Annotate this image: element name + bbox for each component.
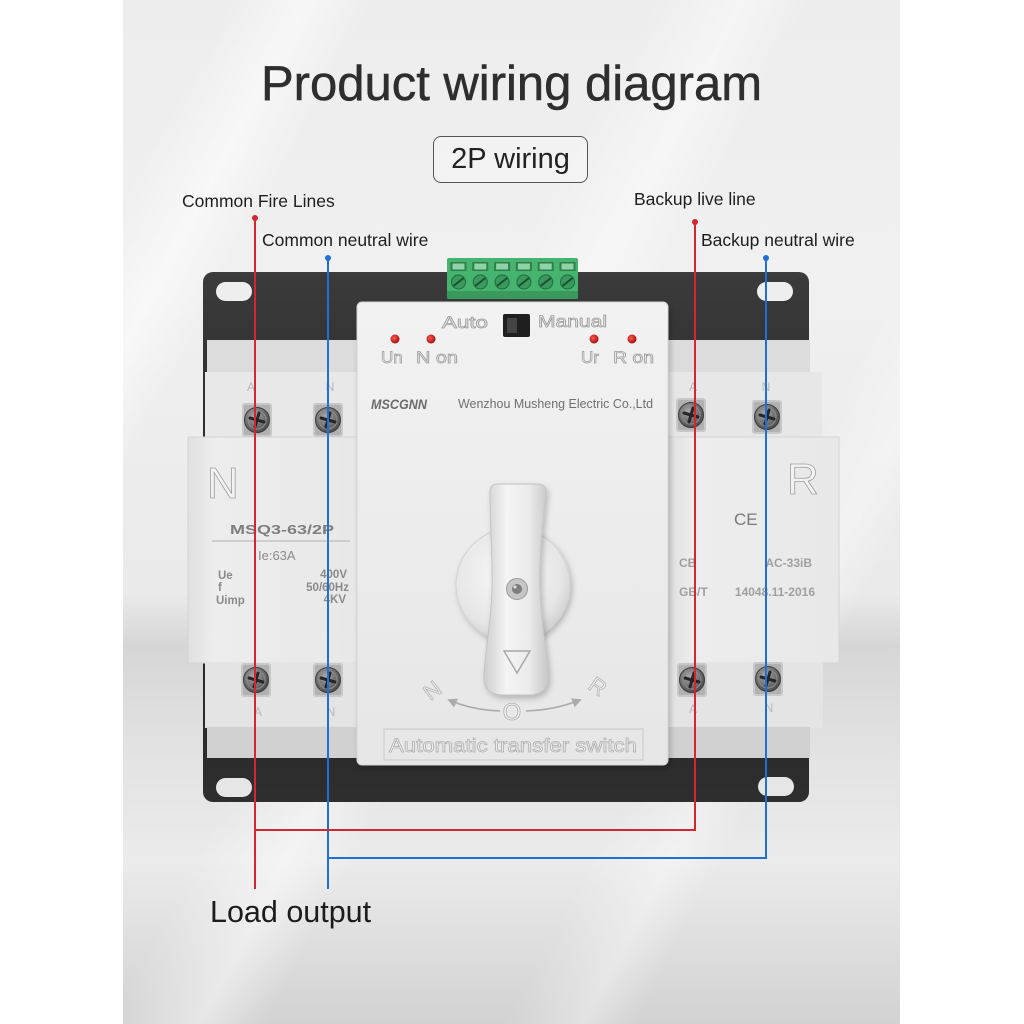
ce-mark: CE xyxy=(734,510,758,529)
screw-top-right-a xyxy=(674,396,708,434)
mounting-slot-top-left xyxy=(216,282,252,301)
backup-live-wire-dot xyxy=(692,219,698,225)
indicator-led-r-on xyxy=(627,334,637,344)
spec-key-uimp: Uimp xyxy=(216,595,245,607)
terminal-block-shade xyxy=(447,291,578,299)
indicator-label-un: Un xyxy=(381,348,403,367)
terminal-label-top-right-a: A xyxy=(689,380,697,394)
indicator-label-r-on: R on xyxy=(613,348,654,367)
control-terminal-block xyxy=(447,258,578,299)
screw-top-left-a xyxy=(240,401,274,439)
terminal-label-bottom-left-a: A xyxy=(254,705,262,719)
spec-key-gbt: GB/T xyxy=(679,585,708,599)
indicator-led-n-on xyxy=(426,334,436,344)
spec-key-f: f xyxy=(218,582,222,594)
handle-screw-icon xyxy=(506,578,528,600)
manufacturer-name: Wenzhou Musheng Electric Co.,Ltd xyxy=(458,396,653,411)
indicator-led-ur xyxy=(589,334,599,344)
common-live-wire-dot xyxy=(252,215,258,221)
spec-key-cb: CB xyxy=(679,556,697,570)
indicator-label-n-on: N on xyxy=(416,348,458,367)
subtitle-badge: 2P wiring xyxy=(433,136,588,183)
right-module-side-letter: R xyxy=(787,455,819,504)
label-backup-live-line: Backup live line xyxy=(634,189,756,209)
spec-key-ue: Ue xyxy=(218,570,233,582)
label-common-fire-lines: Common Fire Lines xyxy=(182,191,335,211)
selector-position-o: O xyxy=(503,699,522,726)
mode-label-auto: Auto xyxy=(442,313,488,332)
terminal-label-top-left-a: A xyxy=(247,380,255,394)
left-module-rated-current: Ie:63A xyxy=(258,548,296,563)
dial-arrow-right-icon xyxy=(525,698,582,712)
upper-flange-left xyxy=(207,340,358,373)
terminal-label-bottom-left-n: N xyxy=(327,705,336,719)
subtitle-text: 2P wiring xyxy=(451,143,570,175)
label-backup-neutral-wire: Backup neutral wire xyxy=(701,230,855,250)
upper-flange-right xyxy=(668,340,810,373)
indicator-led-un xyxy=(390,334,400,344)
nameplate-frame xyxy=(383,728,644,761)
right-module-face xyxy=(667,436,840,664)
backup-live-wire xyxy=(255,222,696,831)
dial-arrow-left-icon xyxy=(447,698,501,712)
label-load-output: Load output xyxy=(210,895,372,929)
spec-value-cb: AC-33iB xyxy=(765,556,812,570)
left-module-model: MSQ3-63/2P xyxy=(230,522,334,537)
brand-logo: MSCGNN xyxy=(371,396,428,412)
mode-label-manual: Manual xyxy=(538,312,607,331)
wiring-lines xyxy=(252,215,769,889)
mounting-slot-bottom-left xyxy=(216,778,252,797)
pointer-triangle-icon xyxy=(502,650,532,675)
label-common-neutral-wire: Common neutral wire xyxy=(262,230,429,250)
backup-neutral-wire-dot xyxy=(763,255,769,261)
screw-bottom-right-a xyxy=(675,661,709,699)
page-title: Product wiring diagram xyxy=(260,57,763,112)
indicator-label-ur: Ur xyxy=(581,348,599,367)
screw-bottom-right-n xyxy=(751,660,785,698)
spec-value-uimp: 4KV xyxy=(324,594,347,606)
common-neutral-wire-dot xyxy=(325,255,331,261)
nameplate-text: Automatic transfer switch xyxy=(389,736,637,757)
backup-neutral-wire-line xyxy=(328,258,767,859)
terminal-label-bottom-right-n: N xyxy=(765,701,774,715)
spec-value-ue: 400V xyxy=(320,569,347,581)
mounting-slot-bottom-right xyxy=(758,777,794,796)
left-module-face xyxy=(187,436,359,664)
terminal-label-top-left-n: N xyxy=(326,380,335,394)
mounting-slot-top-right xyxy=(757,282,793,301)
spec-value-gbt: 14048.11-2016 xyxy=(735,585,815,599)
left-module-side-letter: N xyxy=(207,459,239,508)
terminal-label-bottom-right-a: A xyxy=(689,702,697,716)
mode-slide-switch xyxy=(503,314,530,337)
